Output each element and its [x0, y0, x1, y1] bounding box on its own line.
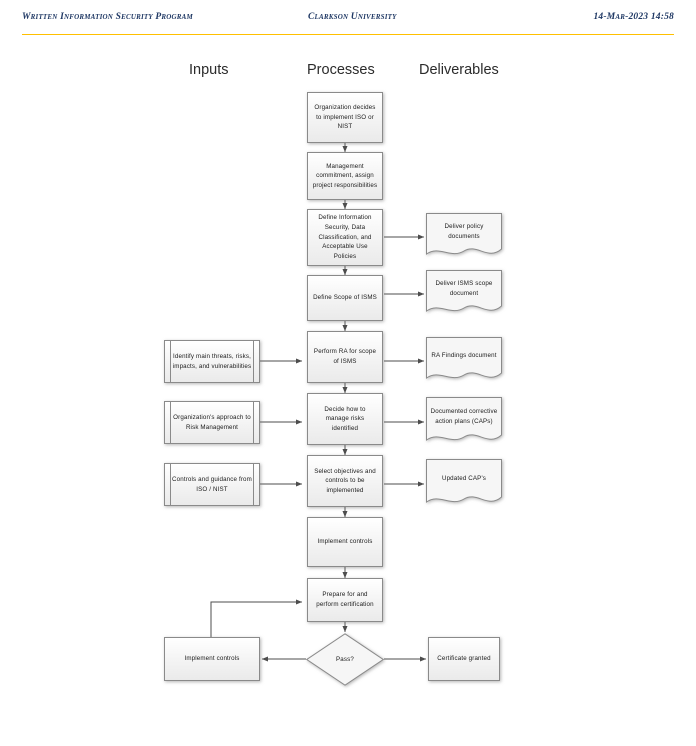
header-timestamp: 14-Mar-2023 14:58 [593, 12, 674, 22]
process-label: Define Scope of ISMS [313, 294, 377, 302]
document-shape-icon [426, 397, 502, 441]
input-label: Identify main threats, risks, impacts, a… [172, 352, 252, 370]
process-node[interactable]: Implement controls [307, 517, 383, 567]
input-node[interactable]: Controls and guidance from ISO / NIST [164, 463, 260, 506]
terminal-node[interactable]: Implement controls [164, 637, 260, 681]
deliverable-label: RA Findings document [431, 352, 497, 360]
process-label: Decide how to manage risks identified [324, 405, 366, 432]
input-label: Organization's approach to Risk Manageme… [173, 413, 251, 431]
document-shape-icon [426, 337, 502, 379]
terminal-node[interactable]: Certificate granted [428, 637, 500, 681]
document-header: Written Information Security Program Cla… [22, 12, 674, 35]
column-heading-deliverables: Deliverables [419, 62, 499, 78]
deliverable-label: Documented corrective action plans (CAPs… [430, 408, 498, 425]
terminal-label: Certificate granted [437, 655, 491, 663]
header-title-center: Clarkson University [308, 12, 397, 22]
deliverable-document[interactable]: Deliver policy documents [426, 213, 502, 261]
column-heading-processes: Processes [307, 62, 375, 78]
deliverable-document[interactable]: Updated CAP's [426, 459, 502, 509]
input-node[interactable]: Organization's approach to Risk Manageme… [164, 401, 260, 444]
process-label: Prepare for and perform certification [316, 591, 374, 608]
terminal-label: Implement controls [184, 655, 240, 663]
process-label: Organization decides to implement ISO or… [314, 104, 376, 131]
process-label: Implement controls [317, 538, 373, 546]
process-node[interactable]: Prepare for and perform certification [307, 578, 383, 622]
process-node[interactable]: Decide how to manage risks identified [307, 393, 383, 445]
decision-node[interactable]: Pass? [306, 633, 384, 686]
process-node[interactable]: Select objectives and controls to be imp… [307, 455, 383, 507]
deliverable-label: Updated CAP's [441, 475, 487, 483]
process-node[interactable]: Define Information Security, Data Classi… [307, 209, 383, 266]
deliverable-label: Deliver ISMS scope document [435, 280, 493, 297]
process-label: Define Information Security, Data Classi… [318, 214, 372, 260]
input-node[interactable]: Identify main threats, risks, impacts, a… [164, 340, 260, 383]
process-node[interactable]: Define Scope of ISMS [307, 275, 383, 321]
process-node[interactable]: Perform RA for scope of ISMS [307, 331, 383, 383]
process-node[interactable]: Management commitment, assign project re… [307, 152, 383, 200]
process-label: Management commitment, assign project re… [312, 162, 378, 189]
document-shape-icon [426, 213, 502, 255]
process-label: Perform RA for scope of ISMS [313, 348, 377, 365]
decision-label: Pass? [336, 655, 354, 663]
deliverable-document[interactable]: Deliver ISMS scope document [426, 270, 502, 318]
document-shape-icon [426, 459, 502, 503]
document-shape-icon [426, 270, 502, 312]
diamond-shape-icon [306, 633, 384, 686]
header-title-left: Written Information Security Program [22, 12, 193, 22]
input-label: Controls and guidance from ISO / NIST [172, 475, 252, 493]
process-label: Select objectives and controls to be imp… [314, 467, 376, 494]
process-node[interactable]: Organization decides to implement ISO or… [307, 92, 383, 143]
deliverable-document[interactable]: RA Findings document [426, 337, 502, 385]
deliverable-label: Deliver policy documents [444, 223, 484, 240]
column-heading-inputs: Inputs [189, 62, 229, 78]
deliverable-document[interactable]: Documented corrective action plans (CAPs… [426, 397, 502, 447]
